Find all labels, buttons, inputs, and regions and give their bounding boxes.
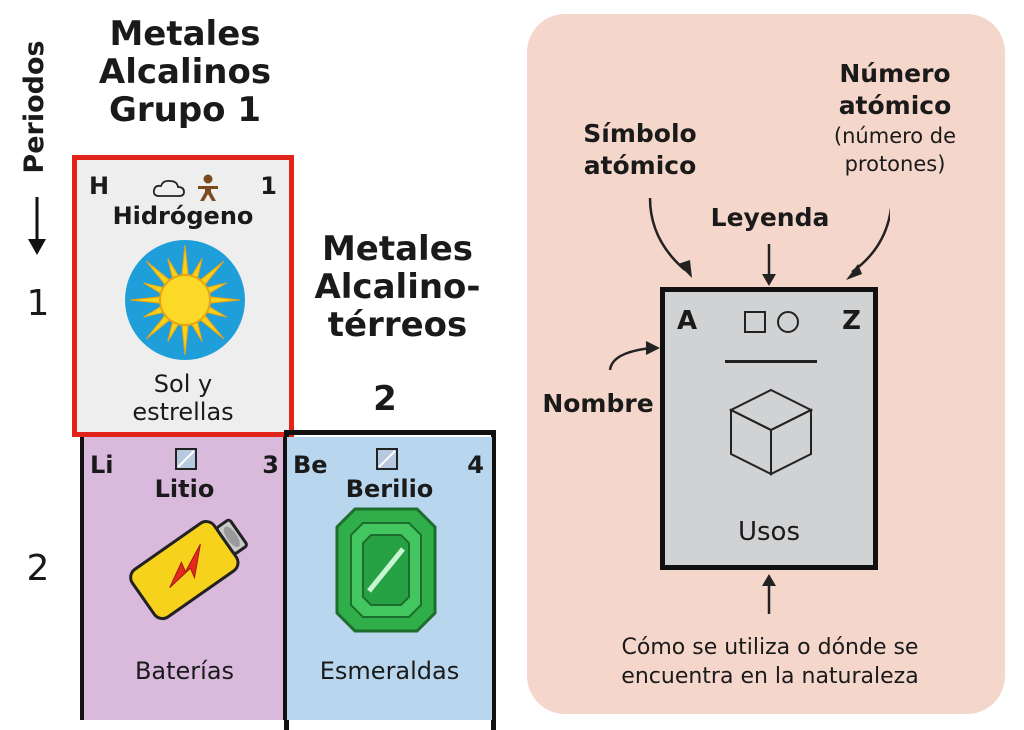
atomic-number: 4	[467, 451, 484, 479]
atomic-number: 3	[262, 451, 279, 479]
element-symbol: H	[89, 172, 110, 200]
solid-state-icon	[376, 448, 398, 470]
state-symbols-icon	[744, 311, 799, 333]
element-use: Esmeraldas	[319, 657, 460, 685]
arrow-up-icon	[762, 574, 776, 614]
legend-card-use: Usos	[737, 517, 801, 547]
element-use: Sol y estrellas	[132, 370, 234, 426]
name-line	[725, 360, 817, 363]
name-label: Nombre	[542, 389, 654, 418]
person-icon	[198, 174, 218, 201]
element-name: Hidrógeno	[112, 202, 254, 230]
cube-icon	[728, 388, 814, 476]
solid-state-icon	[175, 448, 197, 470]
legend-card: A Z Usos	[660, 287, 878, 570]
legend-label: Leyenda	[710, 203, 830, 232]
number-label: Número atómico (número de protones)	[833, 59, 957, 176]
element-name: Litio	[154, 475, 215, 503]
element-card-beryllium[interactable]: Be 4 Berilio Esmeraldas	[287, 437, 492, 720]
group2-number: 2	[373, 379, 397, 419]
element-card-hydrogen[interactable]: H 1 Hidrógeno Sol y estrellas	[72, 155, 294, 437]
element-use: Baterías	[134, 657, 235, 685]
emerald-icon	[335, 507, 437, 633]
battery-icon	[129, 518, 248, 621]
group2-heading: Metales Alcalino- térreos	[314, 229, 481, 345]
legend-arrows	[608, 197, 890, 371]
element-symbol: Be	[293, 451, 328, 479]
legend-card-number: Z	[842, 306, 861, 336]
element-name: Berilio	[345, 475, 434, 503]
period-number-1: 1	[26, 283, 50, 324]
cloud-icon	[152, 179, 185, 197]
atomic-number: 1	[260, 172, 277, 200]
element-card-lithium[interactable]: Li 3 Litio Baterías	[80, 437, 285, 720]
periods-label: Periodos	[19, 40, 50, 174]
group1-heading: Metales Alcalinos Grupo 1	[98, 14, 272, 130]
legend-card-symbol: A	[677, 306, 698, 336]
element-symbol: Li	[90, 451, 114, 479]
period-number-2: 2	[26, 548, 50, 589]
legend-footer: Cómo se utiliza o dónde se encuentra en …	[621, 635, 919, 689]
sun-icon	[125, 240, 245, 360]
cell-divider	[283, 437, 288, 720]
arrow-down-icon	[28, 197, 46, 255]
symbol-label: Símbolo atómico	[583, 119, 697, 180]
